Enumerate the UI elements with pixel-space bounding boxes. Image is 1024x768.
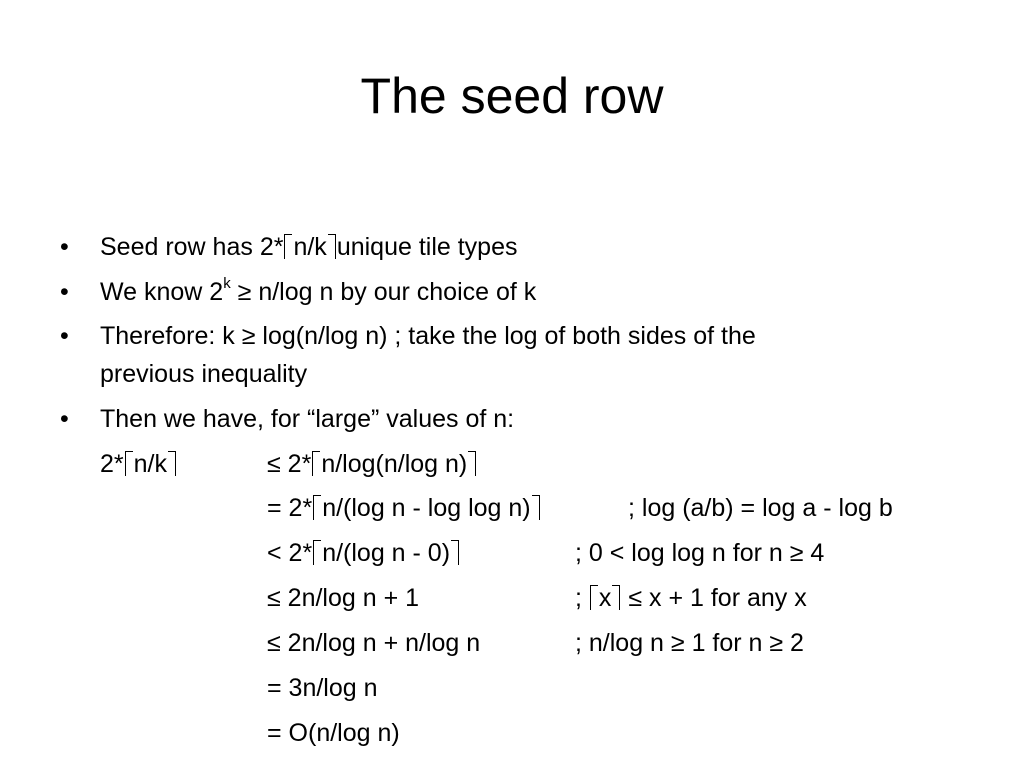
bullet-marker: • bbox=[60, 278, 69, 306]
ceil-left-bracket bbox=[589, 585, 598, 610]
bullet-1: Seed row has 2* n/k unique tile types bbox=[100, 232, 518, 262]
bullet-marker: • bbox=[60, 233, 69, 261]
step-1-pre: ≤ 2* bbox=[267, 450, 312, 478]
bullet-1-post: unique tile types bbox=[336, 233, 518, 261]
step-2-pre: = 2* bbox=[267, 494, 313, 522]
bullet-4: Then we have, for “large” values of n: bbox=[100, 405, 515, 433]
ceil-left-bracket bbox=[124, 451, 133, 476]
ceil-right-bracket bbox=[531, 495, 540, 520]
ceil-right-bracket bbox=[451, 540, 460, 565]
derivation-lhs-ceil: n/k bbox=[133, 450, 167, 478]
ceil-left-bracket bbox=[284, 234, 293, 259]
bullet-2-post: ≥ n/log n by our choice of k bbox=[230, 278, 537, 306]
derivation-step-1: ≤ 2* n/log(n/log n) bbox=[267, 449, 477, 479]
bullet-3-line-2: previous inequality bbox=[100, 360, 308, 388]
step-2-note: ; log (a/b) = log a - log b bbox=[628, 494, 893, 522]
bullet-1-pre: Seed row has 2* bbox=[100, 233, 284, 261]
ceil-right-bracket bbox=[168, 451, 176, 476]
step-4-note-post: ≤ x + 1 for any x bbox=[621, 584, 807, 612]
derivation-step-3: < 2* n/(log n - 0) bbox=[267, 538, 460, 568]
bullet-marker: • bbox=[60, 322, 69, 350]
step-4-note-pre: ; bbox=[575, 584, 589, 612]
bullet-3-line-1: Therefore: k ≥ log(n/log n) ; take the l… bbox=[100, 322, 756, 350]
step-1-ceil: n/log(n/log n) bbox=[321, 450, 468, 478]
step-3-ceil: n/(log n - 0) bbox=[322, 539, 451, 567]
step-3-note: ; 0 < log log n for n ≥ 4 bbox=[575, 539, 825, 567]
bullet-2-sup: k bbox=[223, 274, 231, 292]
derivation-step-5: ≤ 2n/log n + n/log n bbox=[267, 629, 481, 657]
ceil-right-bracket bbox=[612, 585, 621, 610]
derivation-lhs-pre: 2* bbox=[100, 450, 124, 478]
ceil-left-bracket bbox=[313, 495, 322, 520]
derivation-step-2: = 2* n/(log n - log log n) bbox=[267, 493, 541, 523]
step-5-note: ; n/log n ≥ 1 for n ≥ 2 bbox=[575, 629, 804, 657]
derivation-lhs: 2* n/k bbox=[100, 449, 177, 479]
ceil-left-bracket bbox=[312, 451, 321, 476]
derivation-step-7: = O(n/log n) bbox=[267, 719, 400, 747]
step-3-pre: < 2* bbox=[267, 539, 313, 567]
bullet-2-pre: We know 2 bbox=[100, 278, 224, 306]
slide-title: The seed row bbox=[360, 68, 664, 124]
step-2-ceil: n/(log n - log log n) bbox=[322, 494, 531, 522]
derivation-step-6: = 3n/log n bbox=[267, 674, 378, 702]
ceil-right-bracket bbox=[327, 234, 336, 259]
ceil-right-bracket bbox=[468, 451, 477, 476]
bullet-marker: • bbox=[60, 405, 69, 433]
bullet-1-ceil: n/k bbox=[293, 233, 327, 261]
ceil-left-bracket bbox=[313, 540, 322, 565]
step-4-note-ceil: x bbox=[598, 584, 612, 612]
bullet-2: We know 2k ≥ n/log n by our choice of k bbox=[100, 274, 537, 307]
step-4-note: ; x ≤ x + 1 for any x bbox=[575, 583, 807, 613]
derivation-step-4: ≤ 2n/log n + 1 bbox=[267, 584, 420, 612]
